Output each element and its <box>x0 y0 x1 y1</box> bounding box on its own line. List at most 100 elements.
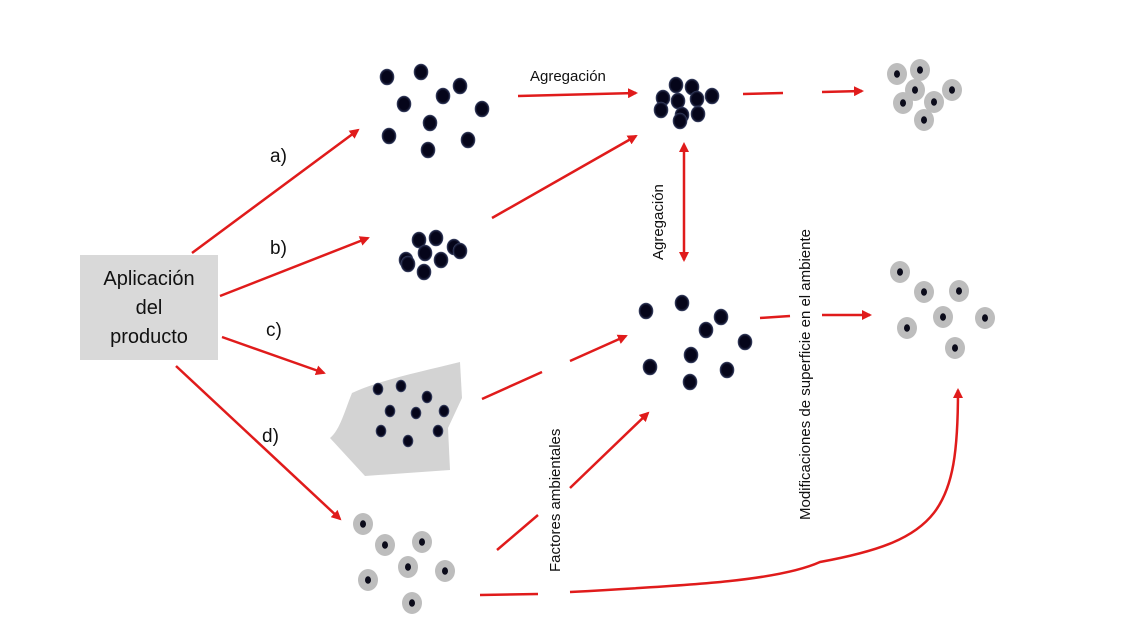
dark-particle <box>438 404 450 418</box>
dark-particle <box>690 105 706 123</box>
source-arrows <box>175 128 370 521</box>
dark-particle <box>432 424 444 438</box>
coated-particle <box>353 513 373 535</box>
arrow-coated-up-dash-1 <box>496 514 539 551</box>
dark-particle <box>668 76 684 94</box>
aggregation-vertical-label: Agregación <box>650 184 667 260</box>
coated-particle <box>945 337 965 359</box>
dark-particle <box>474 100 490 118</box>
coated-particle <box>398 556 418 578</box>
process-arrows <box>479 86 963 597</box>
arrow-mid-dash-1 <box>759 314 791 320</box>
dark-particle <box>381 127 397 145</box>
branch-label-c: c) <box>266 320 282 341</box>
coated-particle <box>375 534 395 556</box>
coated-particle <box>942 79 962 101</box>
dark-particle <box>428 229 444 247</box>
cluster-right-coated <box>890 261 995 359</box>
aggregation-top-label: Agregación <box>530 68 606 85</box>
cluster-d-coated <box>353 513 455 614</box>
cluster-middle-dispersed <box>638 294 753 391</box>
surface-modifications-label: Modificaciones de superficie en el ambie… <box>797 229 814 520</box>
dark-particle <box>413 63 429 81</box>
environmental-factors-label: Factores ambientales <box>547 429 564 572</box>
arrow-b <box>219 236 370 298</box>
dark-particle <box>689 90 705 108</box>
dark-particle <box>433 251 449 269</box>
coated-particle <box>412 531 432 553</box>
arrow-b-to-aggregate <box>491 134 638 220</box>
cluster-c-in-matrix <box>372 379 450 448</box>
cluster-b-aggregate <box>398 229 468 281</box>
dark-particle <box>395 379 407 393</box>
box-line-3: producto <box>110 326 188 348</box>
arrow-bottom-dash-1 <box>479 592 539 597</box>
dark-particle <box>379 68 395 86</box>
dark-particle <box>704 87 720 105</box>
branch-label-b: b) <box>270 238 287 259</box>
dark-particle <box>670 92 686 110</box>
dark-particle <box>460 131 476 149</box>
dark-particle <box>653 101 669 119</box>
soil-matrix <box>330 362 462 476</box>
coated-particle <box>402 592 422 614</box>
coated-particle <box>975 307 995 329</box>
arrow-top-dash-1 <box>742 91 784 96</box>
dark-particle <box>411 231 427 249</box>
box-line-2: del <box>136 297 163 319</box>
dark-particle <box>683 346 699 364</box>
dark-particle <box>435 87 451 105</box>
coated-particle <box>949 280 969 302</box>
dark-particle <box>402 434 414 448</box>
arrow-bottom-curve <box>569 388 963 594</box>
coated-particle <box>924 91 944 113</box>
dark-particle <box>737 333 753 351</box>
cluster-a-dispersed <box>379 63 490 159</box>
dark-particle <box>713 308 729 326</box>
arrow-top-dash-2 <box>821 86 864 97</box>
coated-particle <box>358 569 378 591</box>
dark-particle <box>642 358 658 376</box>
arrow-matrix-dash-1 <box>481 370 543 401</box>
coated-particle <box>893 92 913 114</box>
dark-particle <box>372 382 384 396</box>
arrow-coated-up-dash-2 <box>569 411 650 489</box>
dark-particle <box>410 406 422 420</box>
dark-particle <box>698 321 714 339</box>
dark-particle <box>638 302 654 320</box>
coated-particle <box>887 63 907 85</box>
dark-particle <box>682 373 698 391</box>
coated-particle <box>435 560 455 582</box>
dark-particle <box>452 77 468 95</box>
dark-particle <box>422 114 438 132</box>
branch-label-d: d) <box>262 426 279 447</box>
arrow-matrix-dash-2 <box>569 334 628 363</box>
dark-particle <box>674 294 690 312</box>
arrow-d <box>175 365 342 521</box>
dark-particle <box>420 141 436 159</box>
coated-particle <box>897 317 917 339</box>
dark-particle <box>672 112 688 130</box>
dark-particle <box>375 424 387 438</box>
coated-particle <box>910 59 930 81</box>
arrow-c <box>221 335 326 376</box>
dark-particle <box>396 95 412 113</box>
cluster-top-aggregate <box>653 76 720 130</box>
dark-particle <box>452 242 468 260</box>
coated-particle <box>890 261 910 283</box>
box-line-1: Aplicación <box>103 268 194 290</box>
coated-particle <box>933 306 953 328</box>
dark-particle <box>719 361 735 379</box>
dark-particle <box>400 255 416 273</box>
dark-particle <box>384 404 396 418</box>
dark-particle <box>417 244 433 262</box>
arrow-aggregation-top <box>517 88 638 99</box>
cluster-top-right-coated <box>887 59 962 131</box>
branch-label-a: a) <box>270 146 287 167</box>
product-application-box: Aplicación del producto <box>80 255 218 360</box>
dark-particle <box>416 263 432 281</box>
dark-particle <box>421 390 433 404</box>
coated-particle <box>914 109 934 131</box>
coated-particle <box>914 281 934 303</box>
